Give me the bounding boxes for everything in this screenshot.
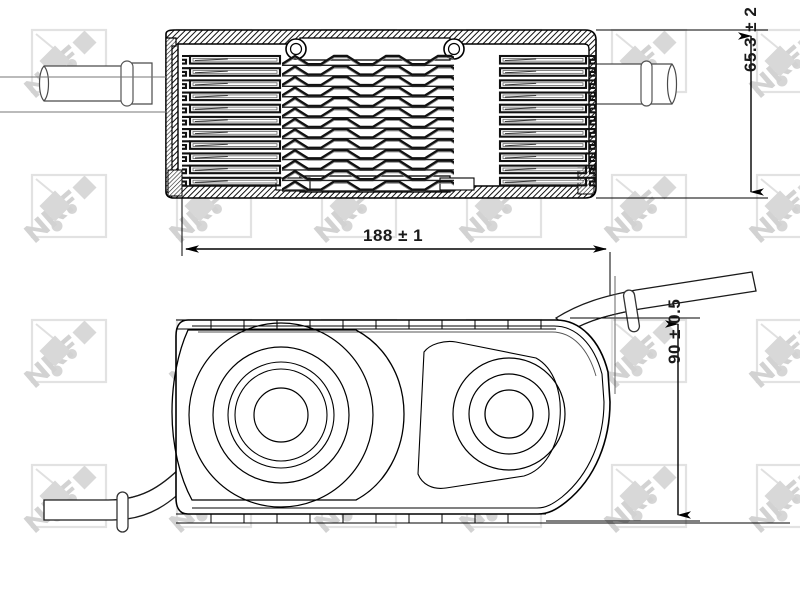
boss-bore: [253, 387, 309, 443]
cooler-body-outline: [175, 319, 611, 515]
dimension-label-width: 188 ± 1: [363, 226, 424, 245]
top-manifold: [285, 37, 465, 61]
fin-bank-right: [498, 54, 596, 187]
dimension-90: [546, 276, 700, 522]
dimension-label-height-top: 65.3 ± 2: [741, 6, 760, 72]
dimension-label-height-bottom: 90 ± 0.5: [665, 298, 684, 364]
plate-stack-edge-top: [176, 319, 556, 330]
inlet-pipe-bend: [43, 465, 197, 533]
fin-bank-left: [182, 54, 282, 187]
fin-bank-centre: [282, 54, 454, 192]
bottom-view: [43, 271, 790, 533]
outlet-pipe-stub: [595, 60, 678, 107]
pipe-collar-ring: [622, 289, 641, 333]
pipe-collar-ring: [120, 60, 134, 107]
dimension-188: [181, 198, 611, 300]
top-view: [0, 29, 678, 199]
mounting-boss-large: [171, 322, 405, 508]
plate-stack-edge-bottom: [176, 513, 546, 524]
inlet-pipe-stub: [38, 60, 153, 107]
boss-bore: [484, 389, 534, 439]
pipe-collar-ring: [116, 491, 129, 533]
pipe-collar-ring: [640, 60, 653, 107]
outlet-pipe-bend: [554, 271, 757, 333]
mounting-boss-small: [417, 340, 566, 489]
dimension-65-3: [596, 29, 768, 199]
